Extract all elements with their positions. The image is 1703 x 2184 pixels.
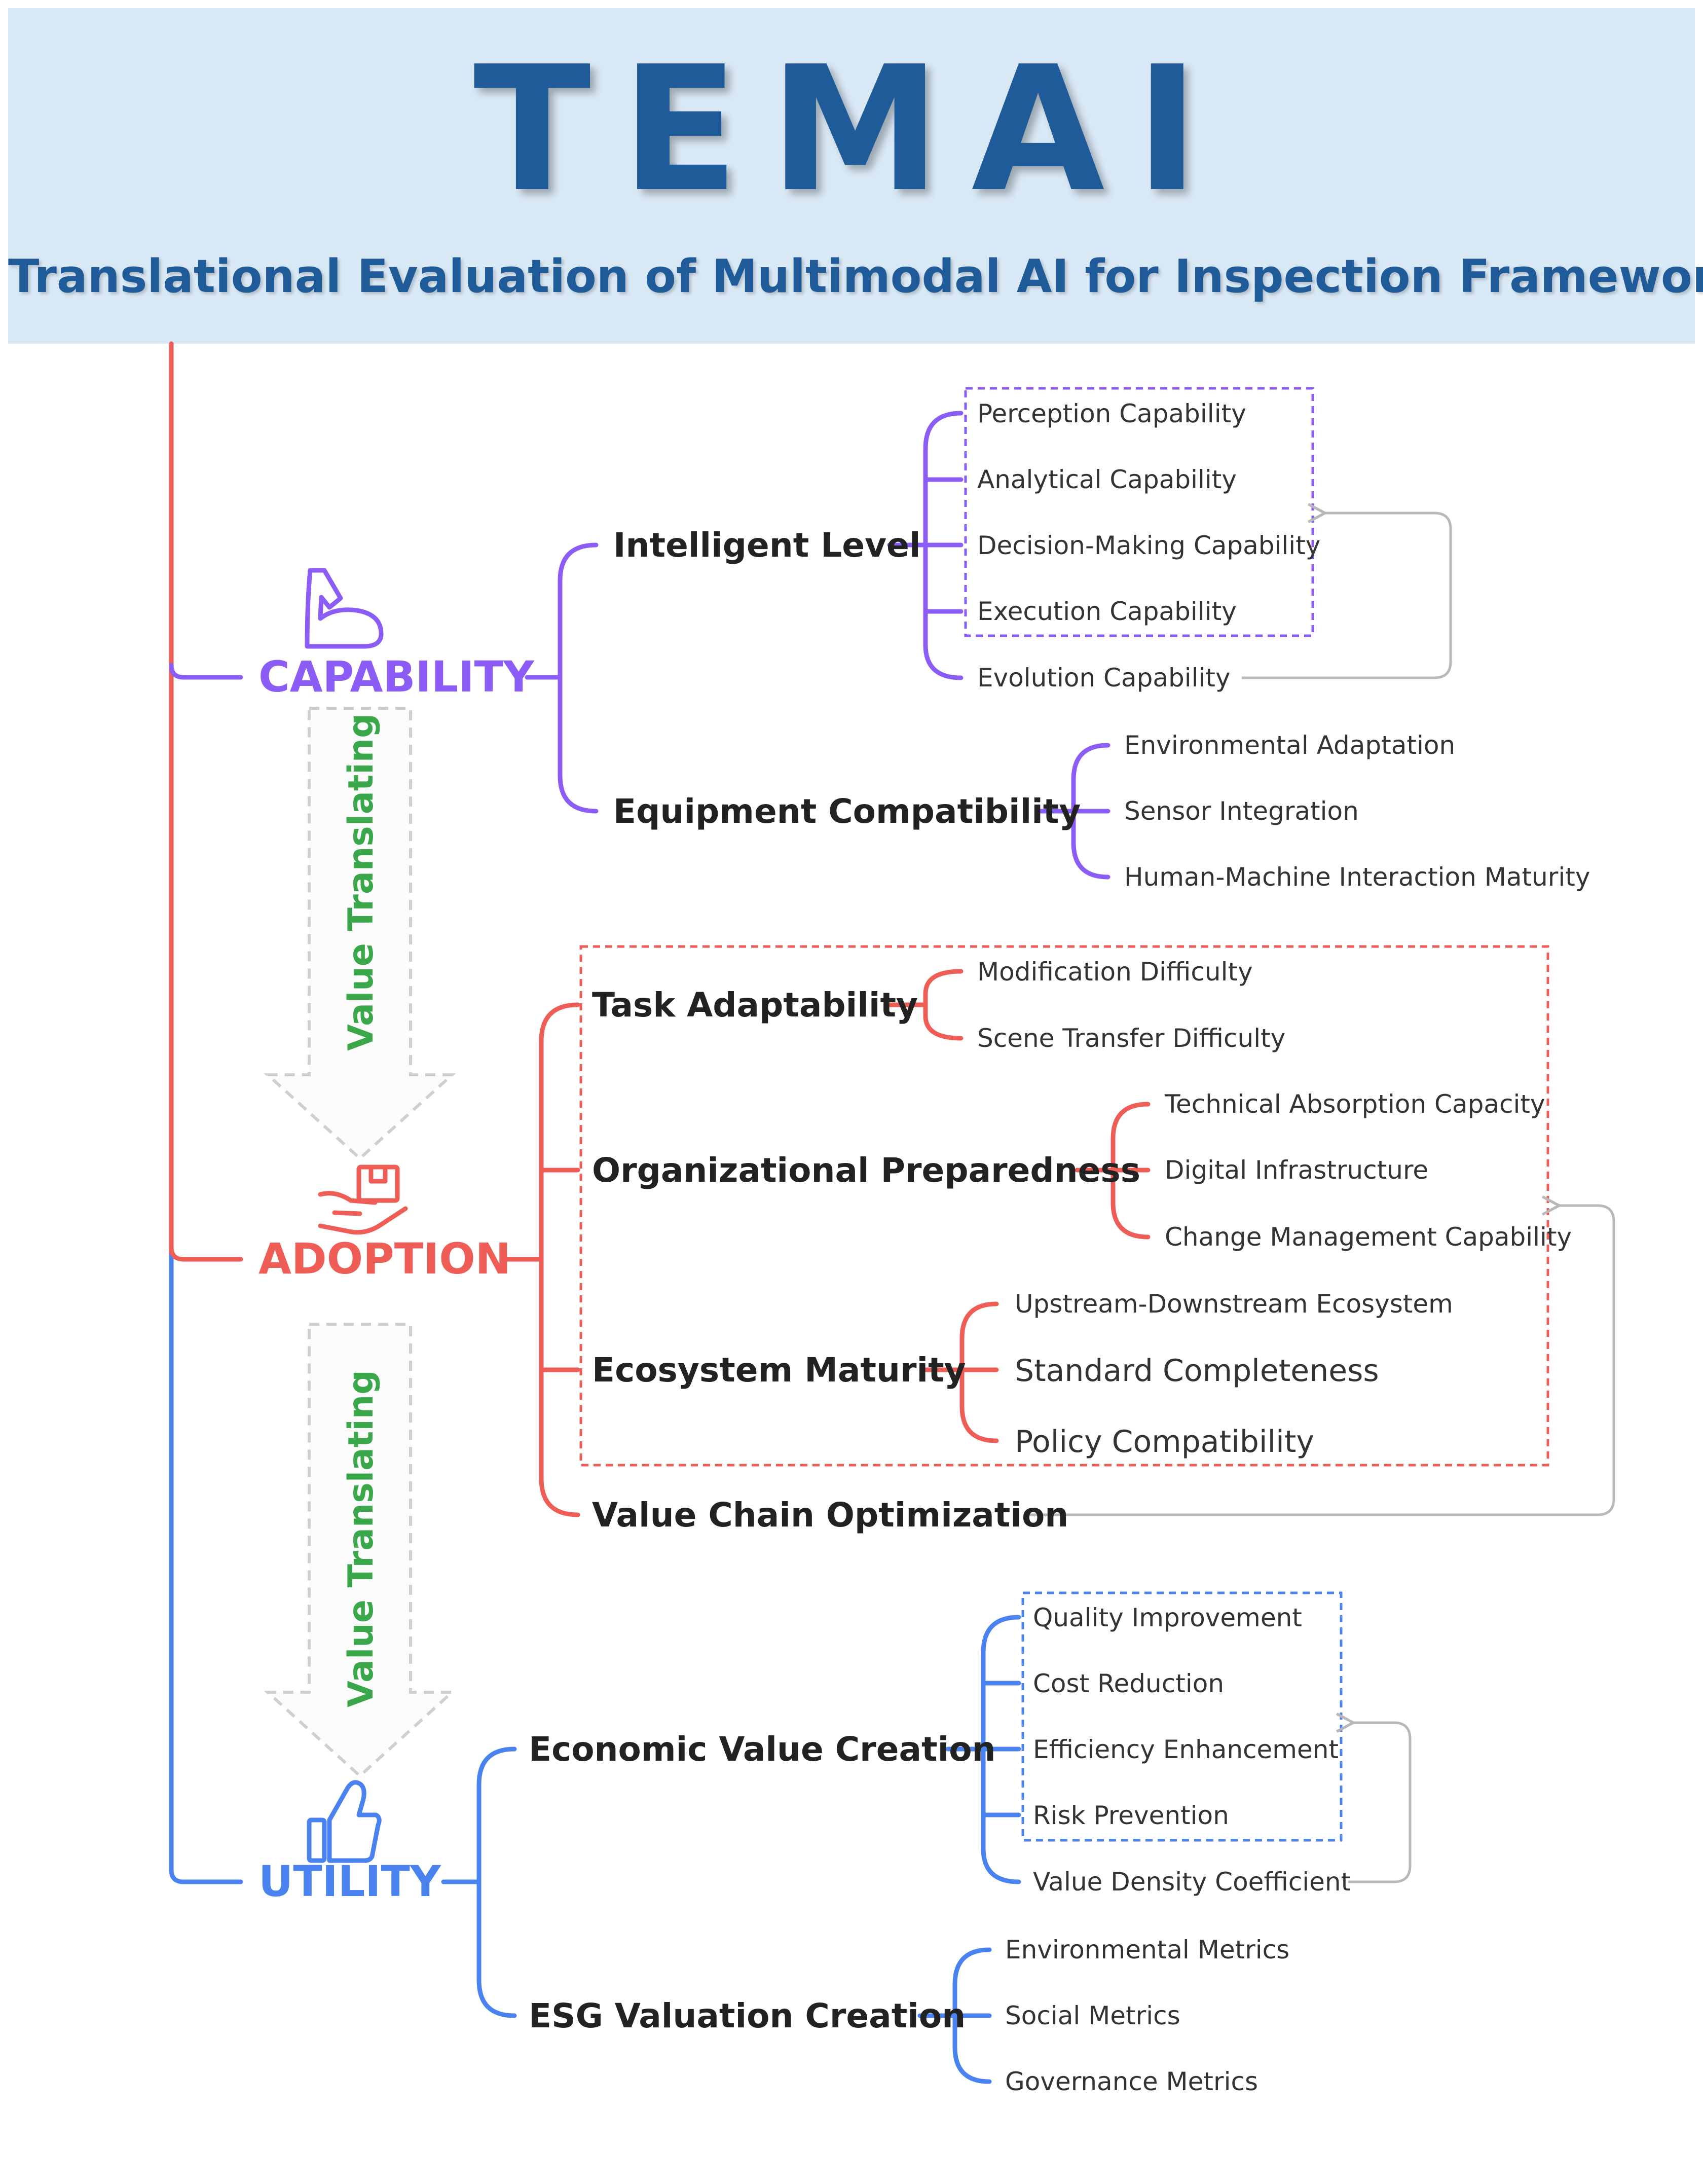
ecosystem-maturity-items: Upstream-Downstream Ecosystem Standard C… — [1015, 1289, 1453, 1460]
economic-value-items: Quality Improvement Cost Reduction Effic… — [1033, 1603, 1351, 1897]
environmental-metrics: Environmental Metrics — [1005, 1935, 1289, 1964]
sensor-integration: Sensor Integration — [1124, 796, 1359, 826]
task-adaptability-items: Modification Difficulty Scene Transfer D… — [977, 957, 1285, 1053]
organizational-preparedness-items: Technical Absorption Capacity Digital In… — [1164, 1089, 1572, 1252]
utility-label: UTILITY — [258, 1857, 441, 1906]
intelligent-level-core-box — [964, 387, 1314, 637]
efficiency-enhancement: Efficiency Enhancement — [1033, 1735, 1339, 1764]
technical-absorption-capacity: Technical Absorption Capacity — [1164, 1089, 1545, 1119]
subtitle: Translational Evaluation of Multimodal A… — [8, 250, 1703, 303]
social-metrics: Social Metrics — [1005, 2001, 1180, 2030]
hand-with-box-icon — [318, 1164, 408, 1235]
upstream-downstream-ecosystem: Upstream-Downstream Ecosystem — [1015, 1289, 1453, 1319]
digital-infrastructure: Digital Infrastructure — [1165, 1155, 1428, 1185]
change-management-capability: Change Management Capability — [1165, 1222, 1572, 1252]
cost-reduction: Cost Reduction — [1033, 1669, 1224, 1698]
governance-metrics: Governance Metrics — [1005, 2067, 1258, 2096]
value-chain-feedback-arrow — [1024, 1195, 1615, 1516]
perception-capability: Perception Capability — [977, 399, 1246, 428]
policy-compatibility: Policy Compatibility — [1015, 1424, 1314, 1460]
intelligent-level-label: Intelligent Level — [613, 526, 920, 565]
evolution-feedback-arrow — [1242, 503, 1452, 679]
organizational-preparedness-label: Organizational Preparedness — [592, 1151, 1140, 1190]
environmental-adaptation: Environmental Adaptation — [1124, 731, 1455, 760]
adoption-branches — [504, 969, 1151, 1517]
main-title: TEMAI — [473, 29, 1230, 230]
value-translating-arrow-1: Value Translating — [264, 707, 456, 1161]
value-translating-label-1: Value Translating — [341, 713, 381, 1051]
quality-improvement: Quality Improvement — [1033, 1603, 1302, 1632]
header-banner: TEMAI Translational Evaluation of Multim… — [8, 8, 1703, 344]
value-translating-arrow-2: Value Translating — [264, 1323, 456, 1778]
esg-valuation-creation-label: ESG Valuation Creation — [529, 1996, 966, 2035]
hmi-maturity: Human-Machine Interaction Maturity — [1124, 862, 1590, 892]
flexed-arm-icon — [305, 568, 384, 649]
scene-transfer-difficulty: Scene Transfer Difficulty — [977, 1024, 1285, 1053]
equipment-compatibility-label: Equipment Compatibility — [613, 792, 1081, 831]
value-translating-label-2: Value Translating — [341, 1370, 381, 1707]
adoption-label: ADOPTION — [258, 1234, 511, 1284]
economic-value-creation-label: Economic Value Creation — [529, 1730, 996, 1769]
thumbs-up-icon — [307, 1780, 382, 1863]
risk-prevention: Risk Prevention — [1033, 1801, 1229, 1830]
evolution-capability: Evolution Capability — [977, 663, 1231, 693]
esg-valuation-items: Environmental Metrics Social Metrics Gov… — [1005, 1935, 1289, 2096]
value-density-feedback-arrow — [1336, 1713, 1412, 1883]
ecosystem-maturity-label: Ecosystem Maturity — [592, 1351, 966, 1390]
modification-difficulty: Modification Difficulty — [977, 957, 1253, 987]
utility-branches — [441, 1615, 1021, 2084]
standard-completeness: Standard Completeness — [1015, 1353, 1379, 1389]
capability-label: CAPABILITY — [258, 652, 535, 702]
value-chain-optimization-label: Value Chain Optimization — [592, 1496, 1068, 1535]
capability-branches — [525, 411, 1110, 880]
decision-making-capability: Decision-Making Capability — [977, 531, 1320, 560]
main-spine — [169, 341, 243, 1884]
execution-capability: Execution Capability — [977, 597, 1237, 626]
analytical-capability: Analytical Capability — [977, 465, 1237, 494]
task-adaptability-label: Task Adaptability — [592, 986, 918, 1025]
equipment-compatibility-items: Environmental Adaptation Sensor Integrat… — [1124, 731, 1590, 892]
value-density-coefficient: Value Density Coefficient — [1033, 1867, 1351, 1897]
intelligent-level-items: Perception Capability Analytical Capabil… — [977, 399, 1320, 693]
